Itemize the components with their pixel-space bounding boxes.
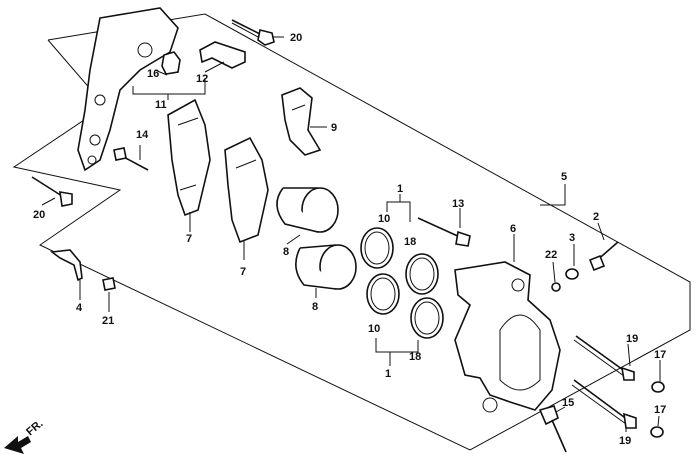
retainer-12: [199, 41, 246, 69]
brake-pad-7-left: [167, 98, 211, 217]
seal-18-lower: [410, 297, 444, 339]
callout-2: 2: [593, 211, 599, 223]
caliper-body-6: [454, 261, 561, 413]
callout-10-lower: 10: [368, 323, 380, 335]
callout-22: 22: [545, 249, 557, 261]
piston-8-lower: [295, 244, 357, 290]
callout-21: 21: [102, 315, 114, 327]
pin-bolt-13: [417, 217, 471, 247]
callout-10-upper: 10: [378, 213, 390, 225]
pin-19-lower: [571, 379, 637, 429]
bolt-20-lower: [31, 176, 73, 207]
callout-1-top: 1: [397, 183, 403, 195]
cap-17-lower: [650, 426, 664, 438]
pad-spring-9: [281, 87, 322, 156]
assembly-outline: [12, 13, 691, 451]
callout-19-upper: 19: [626, 333, 638, 345]
direction-label: FR.: [24, 418, 45, 439]
callout-5: 5: [561, 171, 567, 183]
leader-lines: [41, 36, 661, 432]
callout-14: 14: [136, 129, 149, 141]
bolt-21: [102, 277, 116, 291]
callout-7-right: 7: [240, 266, 246, 278]
callout-labels: 20 16 12 11 14 9 20 7 7 8 8 1 10 18 13 6…: [24, 32, 666, 447]
callout-4: 4: [76, 302, 83, 314]
cap-17-upper: [651, 381, 665, 393]
callout-18-lower: 18: [409, 351, 421, 363]
piston-8-upper: [276, 187, 339, 233]
seal-10-upper: [360, 227, 394, 269]
callout-11: 11: [155, 99, 167, 111]
callout-8-upper: 8: [283, 246, 289, 258]
callout-8-lower: 8: [312, 301, 318, 313]
front-direction-arrow: [4, 436, 31, 454]
callout-20-top: 20: [290, 32, 302, 44]
seal-10-lower: [366, 273, 400, 315]
callout-13: 13: [452, 198, 464, 210]
pin-19-upper: [573, 335, 635, 381]
callout-1-bottom: 1: [385, 368, 391, 380]
callout-12: 12: [196, 73, 208, 85]
callout-18-upper: 18: [404, 236, 416, 248]
bolt-14: [113, 147, 149, 171]
brake-pad-7-right: [224, 136, 269, 244]
callout-20-bottom: 20: [33, 209, 45, 221]
bolt-15: [538, 405, 567, 453]
bolt-20-top: [231, 19, 275, 46]
seal-18-upper: [405, 253, 439, 295]
callout-3: 3: [569, 232, 575, 244]
callout-15: 15: [562, 397, 574, 409]
callout-7-left: 7: [186, 233, 192, 245]
callout-9: 9: [331, 122, 337, 134]
boot-16: [161, 51, 181, 75]
callout-17-upper: 17: [654, 349, 666, 361]
callout-16: 16: [147, 68, 159, 80]
cap-3: [565, 268, 579, 280]
washer-22: [551, 282, 561, 292]
callout-17-lower: 17: [654, 404, 666, 416]
caliper-bracket: [77, 7, 179, 172]
callout-19-lower: 19: [619, 435, 631, 447]
bleeder-2: [588, 241, 619, 272]
callout-6: 6: [510, 223, 516, 235]
clip-4: [49, 249, 83, 282]
